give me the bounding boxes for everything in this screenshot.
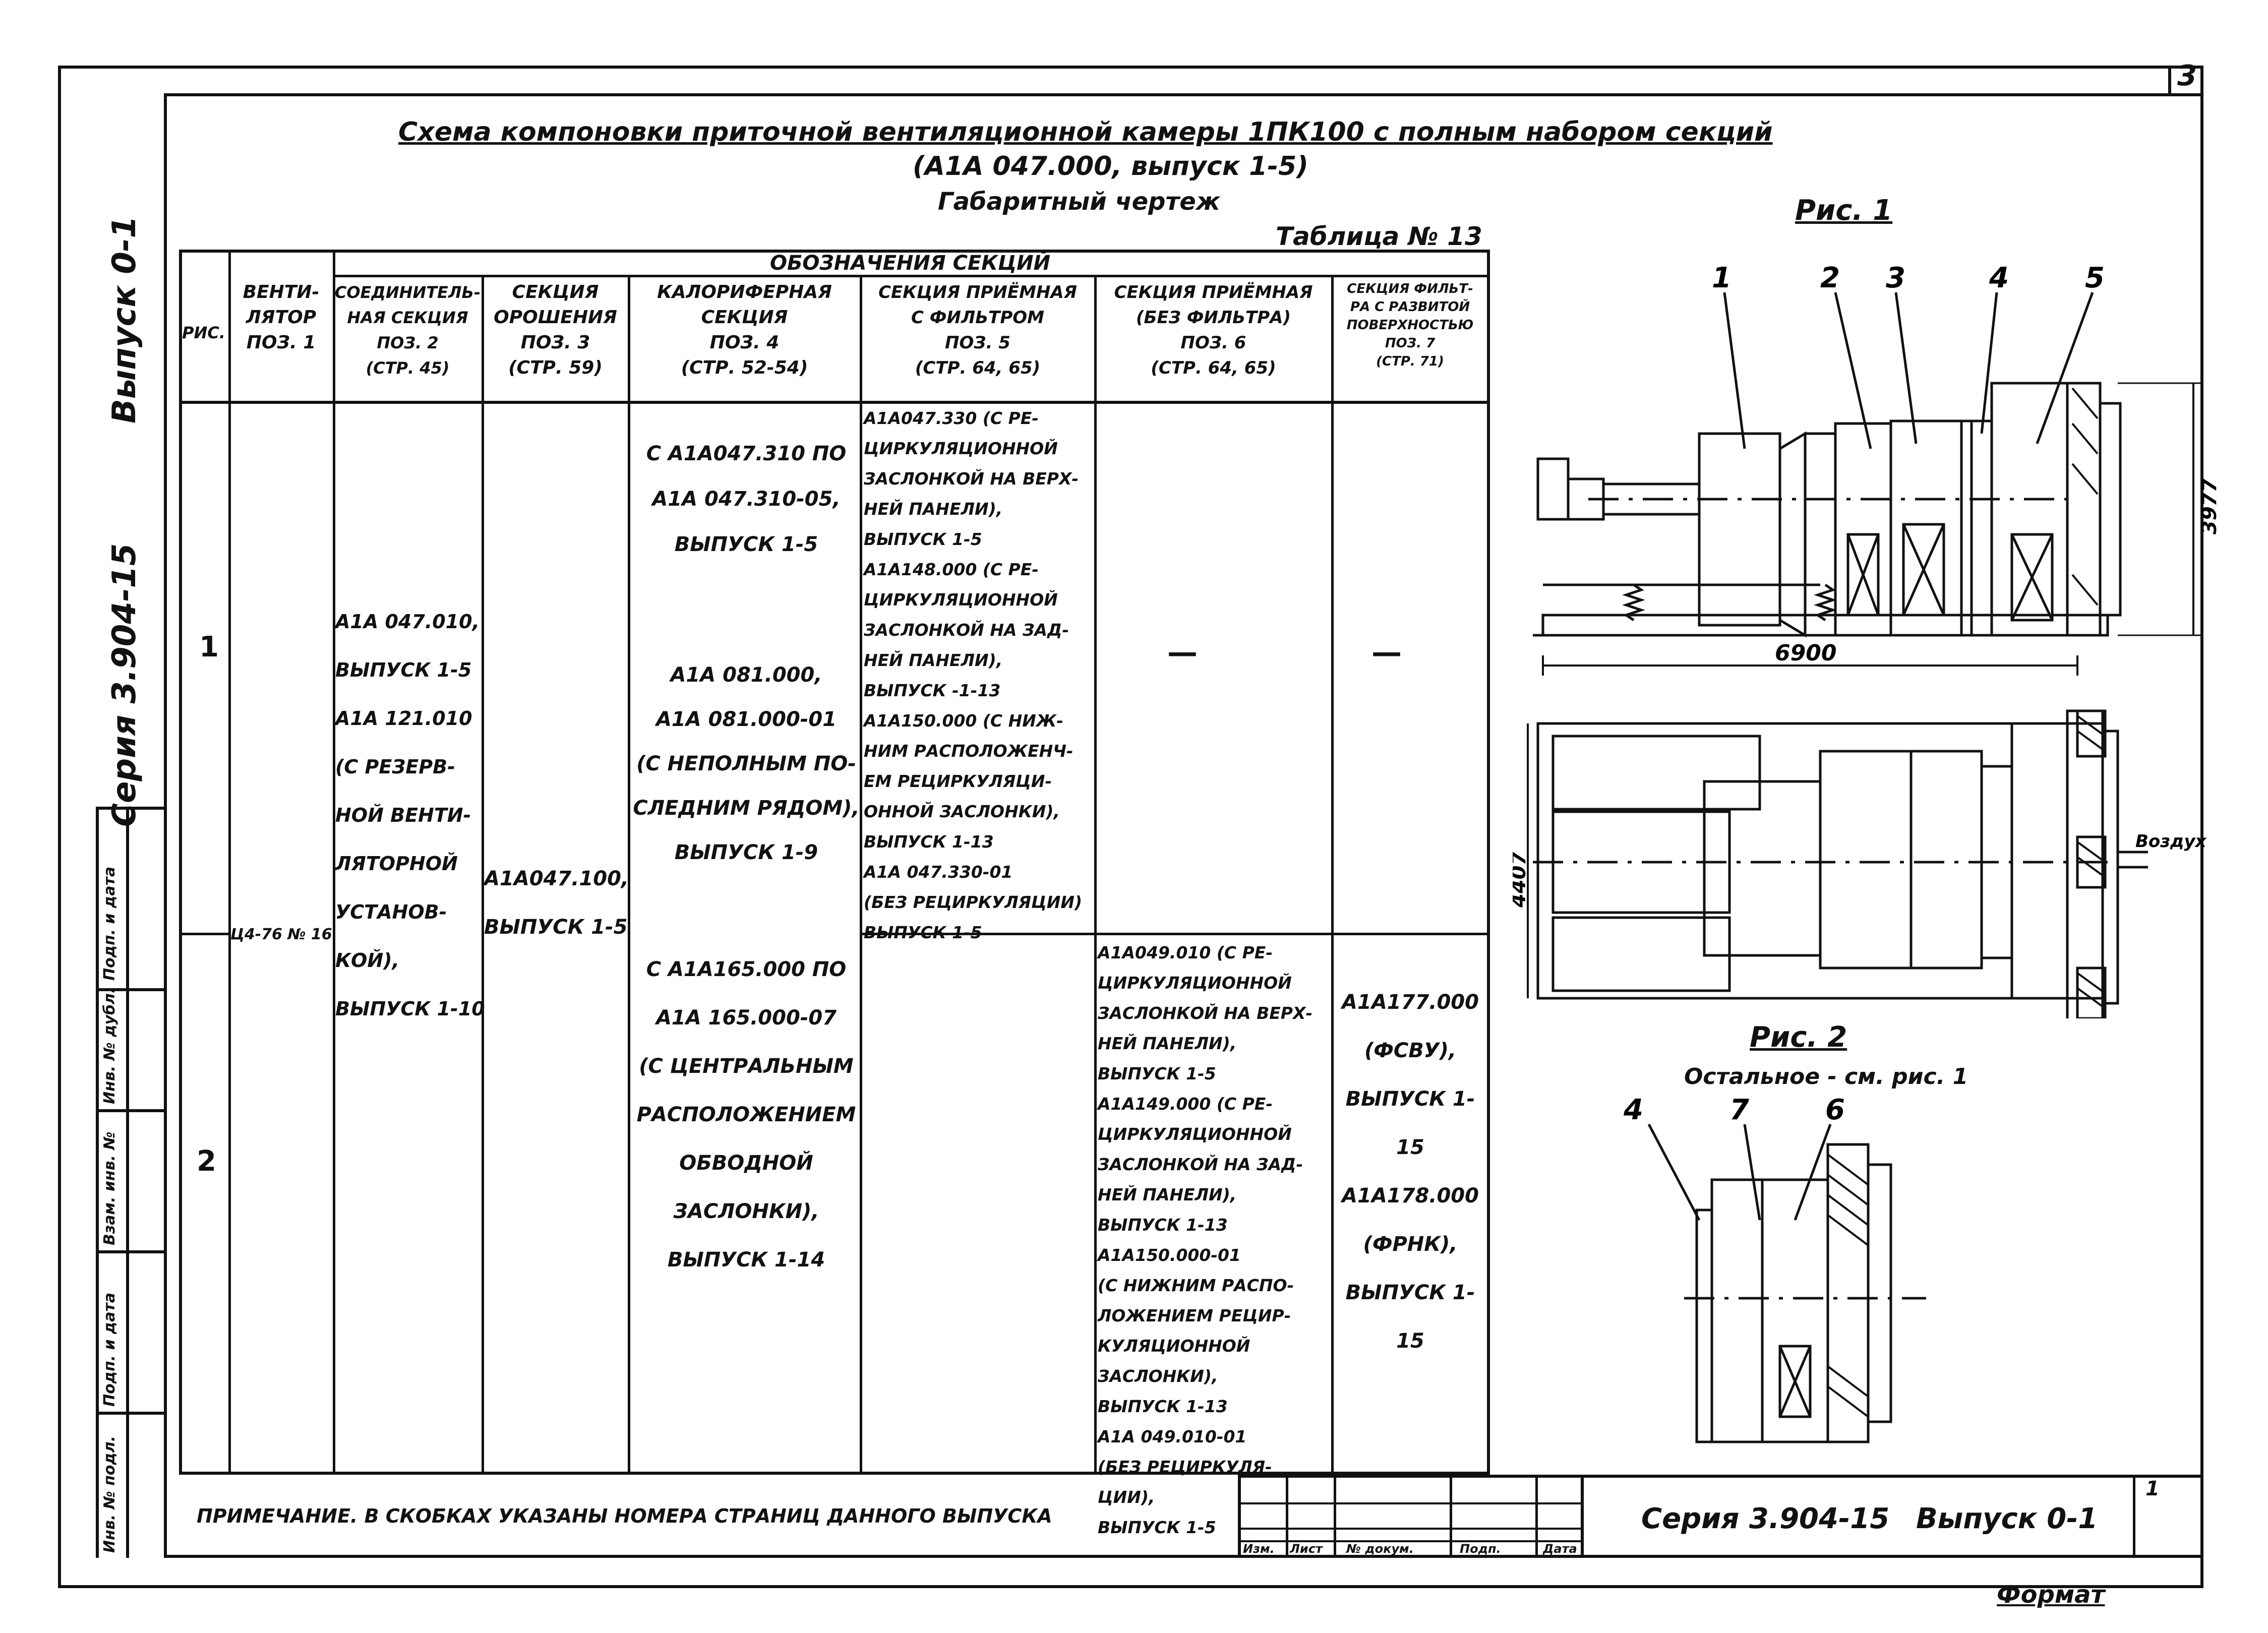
side-box-label: Подп. и дата	[101, 866, 118, 981]
fig1-callout: 4	[1989, 262, 2009, 294]
drawing-subtitle: Габаритный чертеж	[938, 188, 1220, 216]
page-number: 3	[2177, 59, 2197, 92]
col-header-c3: Секция орошения поз. 3 (стр. 59)	[494, 282, 617, 378]
stamp-sheet-number: 1	[2145, 1477, 2160, 1500]
col-header-c6: Секция приёмная (без фильтра) поз. 6 (ст…	[1114, 282, 1313, 378]
col-header-c4: Калориферная секция поз. 4 (стр. 52-54)	[657, 282, 832, 378]
c2-cell: А1А 047.010, выпуск 1-5 А1А 121.010 (с р…	[335, 611, 485, 1020]
c6-row1-cell: —	[1167, 635, 1198, 670]
stamp-issue: Выпуск 0-1	[1916, 1502, 2098, 1535]
c4-row1-cell: с А1А047.310 по А1А 047.310-05, выпуск 1…	[646, 442, 847, 556]
c7-row1-cell: —	[1371, 635, 1402, 670]
sheet-inner-frame	[164, 93, 2203, 1558]
fig1-callout: 5	[2085, 262, 2105, 294]
fig1-title: Рис. 1	[1795, 194, 1893, 227]
side-series-label: Серия 3.904-15	[106, 543, 143, 827]
fan-cell: Ц4-76 № 16	[230, 926, 332, 943]
fig2-callout: 6	[1825, 1094, 1845, 1126]
c5-row1-cell: А1А047.330 (с ре- циркуляционной заслонк…	[864, 408, 1083, 942]
side-box-edge	[126, 807, 129, 1558]
col-header-c7: Секция фильт- ра с развитой поверхностью…	[1346, 281, 1474, 369]
stamp-series: Серия 3.904-15	[1641, 1502, 1890, 1535]
fig2-callout: 4	[1623, 1094, 1643, 1126]
format-label: Формат	[1997, 1581, 2105, 1609]
c7-row2-cell: А1А177.000 (ФСВУ), выпуск 1-15 А1А178.00…	[1342, 991, 1479, 1353]
side-box-sep	[96, 988, 166, 991]
drawing-title: Схема компоновки приточной вентиляционно…	[398, 117, 1773, 147]
dim-height: 3977	[2198, 478, 2221, 534]
side-box-label: Инв. № подл.	[101, 1435, 118, 1553]
side-box-edge	[96, 807, 99, 1558]
stamp-col-label: Изм.	[1243, 1542, 1275, 1556]
side-box-sep	[96, 1250, 166, 1253]
side-box-edge	[96, 807, 166, 810]
page-number-box-line	[2168, 66, 2171, 96]
c6-row2-cell: А1А049.010 (с ре- циркуляционной заслонк…	[1098, 943, 1313, 1537]
dim-width: 4407	[1513, 852, 1530, 908]
side-issue-label: Выпуск 0-1	[106, 216, 143, 424]
dim-length: 6900	[1775, 640, 1836, 666]
stamp-col-label: Подп.	[1460, 1542, 1501, 1556]
side-box-label: Подп. и дата	[101, 1292, 118, 1407]
table-caption: Таблица № 13	[1276, 222, 1482, 251]
air-label: Воздух	[2135, 831, 2207, 852]
title-block-stamp: Изм. Лист № докум. Подп. Дата Серия 3.90…	[1238, 1475, 2203, 1558]
fig-2-cell: 2	[197, 1145, 216, 1178]
col-header-fan: Венти- лятор поз. 1	[243, 282, 320, 353]
side-box-label: Инв. № дубл.	[101, 987, 118, 1104]
designations-table: Обозначения секций Рис. Венти- лятор поз…	[179, 250, 1490, 1537]
fig1-callout: 3	[1886, 262, 1905, 294]
stamp-col-label: Дата	[1543, 1542, 1577, 1556]
side-box-sep	[96, 1109, 166, 1112]
c4-row2-cell: с А1А165.000 по А1А 165.000-07 (с центра…	[636, 958, 856, 1272]
fig1-callout: 1	[1712, 262, 1732, 294]
col-header-c2: Соединитель- ная секция поз. 2 (стр. 45)	[334, 283, 481, 378]
c4-row1b-cell: А1А 081.000, А1А 081.000-01 (с неполным …	[633, 663, 860, 864]
c3-cell: А1А047.100, выпуск 1-5	[484, 867, 629, 939]
stamp-col-label: № докум.	[1346, 1542, 1414, 1556]
col-header-fig: Рис.	[182, 323, 225, 342]
side-box-label: Взам. инв. №	[101, 1131, 118, 1245]
col-header-c5: Секция приёмная с фильтром поз. 5 (стр. …	[878, 282, 1077, 378]
fig2-callout: 7	[1729, 1094, 1749, 1126]
group-header: Обозначения секций	[769, 252, 1051, 275]
side-box-sep	[96, 1412, 166, 1415]
fig1-callout: 2	[1820, 262, 1840, 294]
note-text: Примечание. В скобках указаны номера стр…	[197, 1505, 1052, 1527]
stamp-col-label: Лист	[1290, 1542, 1323, 1556]
fig2-subtitle: Остальное - см. рис. 1	[1684, 1064, 1968, 1090]
fig2-title: Рис. 2	[1750, 1021, 1847, 1054]
fig2-drawing: 4 7 6	[1623, 1094, 1926, 1443]
fig1-drawing: 1 2 3 4 5 6900 3977 4407 Воздух	[1513, 262, 2221, 1018]
fig-1-cell: 1	[199, 631, 219, 663]
drawing-title-ref: (А1А 047.000, выпуск 1-5)	[913, 151, 1308, 182]
